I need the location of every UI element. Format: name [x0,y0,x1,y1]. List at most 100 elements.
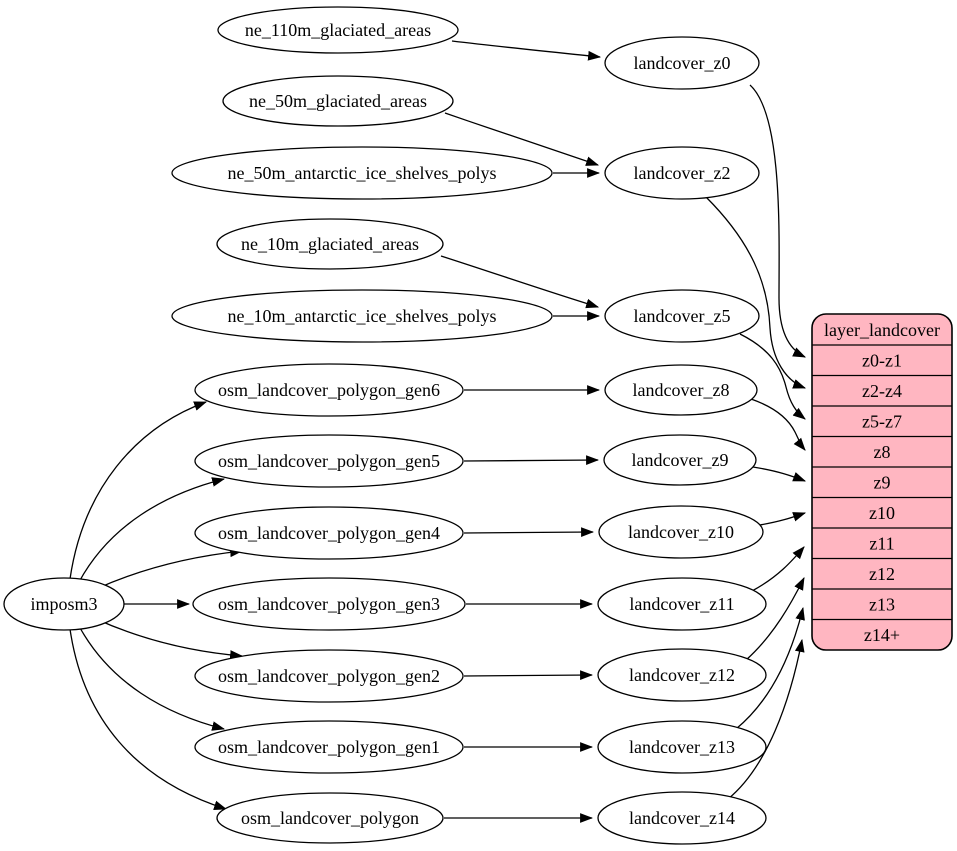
node-landcover-z5: landcover_z5 [604,289,760,343]
node-ellipse [194,434,464,488]
edge-landcover-z2-to-row-z2-z4 [705,196,807,389]
node-landcover-z9: landcover_z9 [603,434,757,486]
node-osm-landcover-polygon-gen6: osm_landcover_polygon_gen6 [194,363,464,417]
node-osm-landcover-polygon-gen3: osm_landcover_polygon_gen3 [192,577,466,631]
node-ellipse [171,289,553,343]
node-ne-50m-antarctic-ice-shelves-polys: ne_50m_antarctic_ice_shelves_polys [171,146,553,200]
node-ellipse [604,289,760,343]
node-label: landcover_z11 [629,594,734,614]
edge-landcover-z11-to-row-z11 [751,546,805,592]
table-row-z2-z4: z2-z4 [862,381,902,401]
node-label: landcover_z0 [634,53,731,73]
table-row-z8: z8 [874,442,891,462]
node-ne-10m-glaciated-areas: ne_10m_glaciated_areas [216,218,444,270]
node-landcover-z12: landcover_z12 [597,648,767,702]
node-landcover-z10: landcover_z10 [598,505,764,559]
node-osm-landcover-polygon-gen2: osm_landcover_polygon_gen2 [194,649,464,703]
node-ellipse [222,75,454,127]
edge-imposm3-to-gen6 [69,401,208,580]
node-label: osm_landcover_polygon_gen4 [218,523,440,543]
node-label: osm_landcover_polygon_gen2 [218,666,440,686]
node-landcover-z13: landcover_z13 [597,720,767,774]
node-osm-landcover-polygon-gen5: osm_landcover_polygon_gen5 [194,434,464,488]
edge-layer [69,40,807,823]
edge-imposm3-to-gen4 [95,547,244,590]
node-ellipse [217,6,459,54]
node-ellipse [194,649,464,703]
edge-imposm3-to-gen1 [78,625,226,731]
node-ellipse [194,363,464,417]
node-label: ne_50m_glaciated_areas [249,91,427,111]
edge-landcover-z12-to-row-z12 [745,577,805,661]
node-label: landcover_z5 [634,306,731,326]
edge-imposm3-to-osm-landcover-polygon [69,628,228,811]
node-ellipse [194,720,464,774]
edge-landcover-z5-to-row-z5-z7 [739,333,806,420]
node-label: landcover_z13 [629,737,735,757]
node-label: landcover_z2 [634,163,731,183]
node-ne-50m-glaciated-areas: ne_50m_glaciated_areas [222,75,454,127]
node-ellipse [192,577,466,631]
table-row-z10: z10 [869,503,895,523]
node-ellipse [171,146,553,200]
edge-landcover-z0-to-row-z0-z1 [749,84,806,358]
node-ellipse [194,506,464,560]
table-row-z9: z9 [874,473,891,493]
node-ne-110m-glaciated-areas: ne_110m_glaciated_areas [217,6,459,54]
node-label: landcover_z8 [633,380,730,400]
node-ellipse [603,434,757,486]
node-label: imposm3 [30,594,97,614]
node-label: landcover_z14 [629,808,735,828]
node-label: landcover_z9 [632,450,729,470]
edge-landcover-z13-to-row-z13 [735,606,805,730]
node-label: landcover_z10 [628,522,734,542]
node-osm-landcover-polygon: osm_landcover_polygon [216,792,444,844]
table-row-z14plus: z14+ [864,625,900,645]
node-ne-10m-antarctic-ice-shelves-polys: ne_10m_antarctic_ice_shelves_polys [171,289,553,343]
node-landcover-z14: landcover_z14 [597,791,767,845]
node-ellipse [597,720,767,774]
edge-gen2-to-landcover-z12 [463,670,594,680]
node-ellipse [216,792,444,844]
table-row-z12: z12 [869,564,895,584]
node-ellipse [604,36,760,90]
node-label: osm_landcover_polygon_gen3 [218,594,440,614]
node-landcover-z2: landcover_z2 [604,146,760,200]
edge-landcover-z9-to-row-z9 [752,466,807,482]
node-ellipse [3,577,125,631]
node-label: ne_110m_glaciated_areas [245,20,431,40]
edge-ne-10m-glaciated-areas-to-landcover-z5 [440,255,600,309]
edge-ne-110m-glaciated-areas-to-landcover-z0 [451,40,602,61]
node-label: osm_landcover_polygon_gen6 [218,380,440,400]
edge-landcover-z8-to-row-z8 [750,398,806,451]
node-landcover-z0: landcover_z0 [604,36,760,90]
table-layer-landcover: layer_landcover z0-z1 z2-z4 z5-z7 z8 z9 … [811,313,953,651]
node-ellipse [604,146,760,200]
node-ellipse [597,577,767,631]
node-imposm3: imposm3 [3,577,125,631]
node-label: landcover_z12 [629,665,735,685]
edge-gen4-to-landcover-z10 [463,527,595,537]
node-label: osm_landcover_polygon_gen1 [218,737,440,757]
node-ellipse [597,791,767,845]
table-row-z11: z11 [869,534,894,554]
edge-imposm3-to-gen2 [95,618,244,660]
edge-ne-50m-glaciated-areas-to-landcover-z2 [444,112,600,166]
node-label: ne_10m_glaciated_areas [241,234,419,254]
table-row-z0-z1: z0-z1 [862,351,902,371]
node-ellipse [597,648,767,702]
node-label: ne_10m_antarctic_ice_shelves_polys [228,306,497,326]
edge-imposm3-to-gen5 [78,477,226,583]
node-label: osm_landcover_polygon [241,808,419,828]
table-row-z13: z13 [869,595,895,615]
node-osm-landcover-polygon-gen1: osm_landcover_polygon_gen1 [194,720,464,774]
edge-landcover-z10-to-row-z10 [759,512,807,526]
node-landcover-z8: landcover_z8 [604,364,758,416]
table-background [811,313,953,651]
node-ellipse [604,364,758,416]
edge-landcover-z14-to-row-z14plus [727,638,805,800]
node-ellipse [598,505,764,559]
node-landcover-z11: landcover_z11 [597,577,767,631]
node-osm-landcover-polygon-gen4: osm_landcover_polygon_gen4 [194,506,464,560]
